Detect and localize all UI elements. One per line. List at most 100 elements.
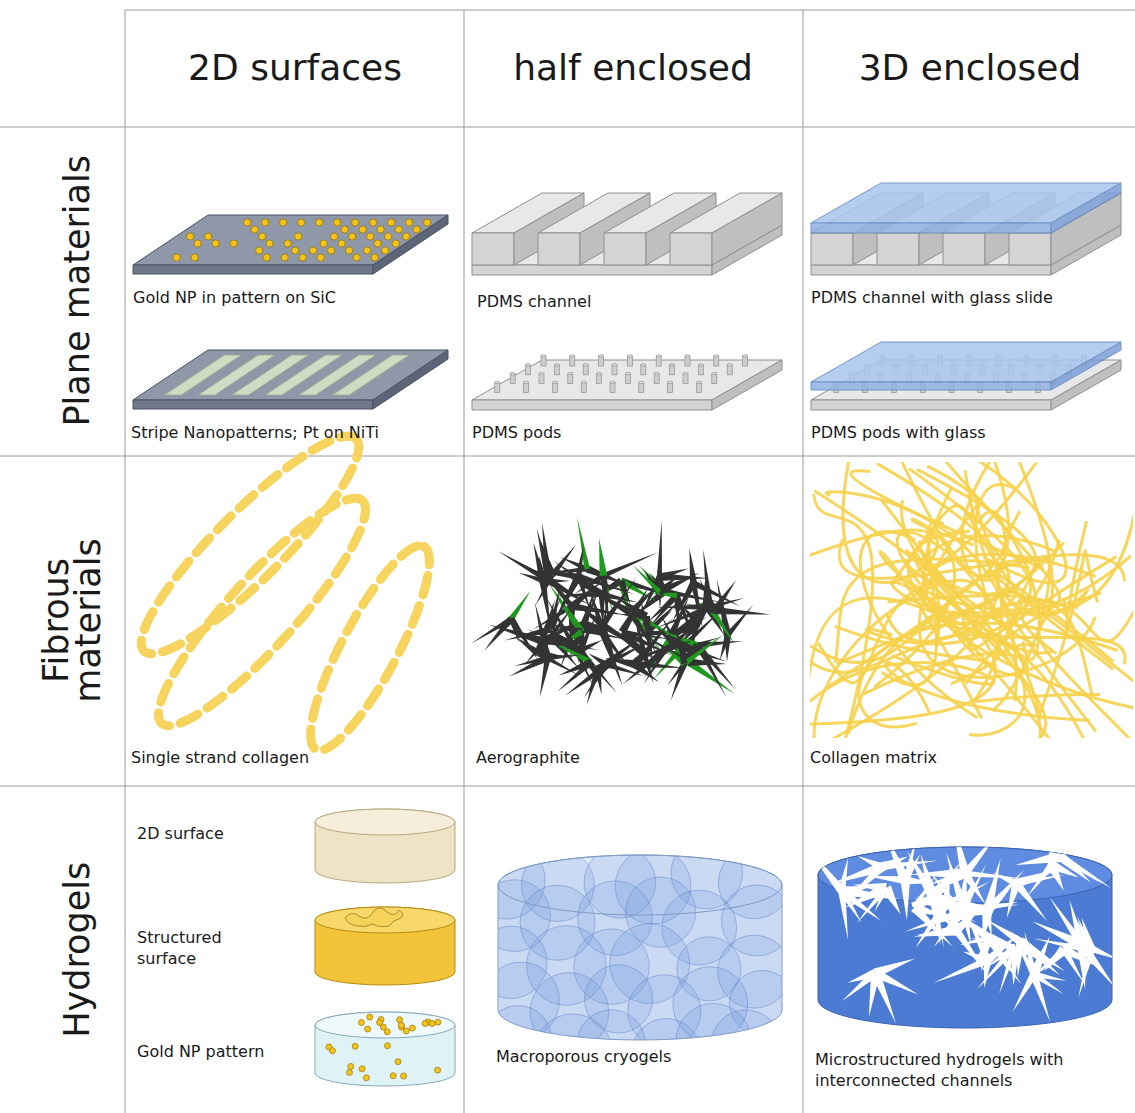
pdms-ridge-side bbox=[712, 193, 782, 265]
hydrogel-channel bbox=[839, 887, 881, 920]
pdms-base-front bbox=[472, 265, 712, 275]
gold-nanoparticle bbox=[403, 1028, 409, 1034]
gold-nanoparticle bbox=[295, 233, 302, 240]
caption: Gold NP in pattern on SiC bbox=[133, 288, 336, 309]
pdms-pod-top bbox=[696, 381, 701, 383]
gold-nanoparticle bbox=[392, 240, 399, 247]
niti-slab-side bbox=[373, 350, 448, 409]
row-header: Hydrogels bbox=[55, 790, 101, 1110]
caption: Macroporous cryogels bbox=[496, 1047, 671, 1068]
hydrogel-channel bbox=[986, 936, 1009, 972]
pdms-base-side bbox=[712, 360, 782, 410]
pdms-pod-top bbox=[698, 364, 703, 366]
aerographite-spike bbox=[622, 647, 667, 684]
aerographite-spike bbox=[720, 635, 731, 661]
caption: PDMS pods with glass bbox=[811, 423, 986, 444]
collagen-fibre bbox=[860, 532, 977, 718]
hydrogel-channel bbox=[934, 956, 990, 983]
collagen-fibre bbox=[888, 595, 1092, 696]
pdms-base-front bbox=[811, 400, 1051, 410]
gold-nanoparticle bbox=[371, 254, 378, 261]
pdms-pod-top bbox=[712, 372, 717, 374]
pdms-base-front bbox=[811, 265, 1051, 275]
pdms-pod-top bbox=[554, 364, 559, 366]
pdms-pod-top bbox=[727, 364, 732, 366]
gold-nanoparticle bbox=[173, 254, 180, 261]
pdms-pod-top bbox=[627, 355, 632, 357]
collagen-fibre bbox=[907, 581, 1101, 738]
gold-nanoparticle bbox=[377, 1020, 383, 1026]
pdms-pod-top bbox=[510, 372, 515, 374]
hydrogel-channel bbox=[1058, 814, 1096, 859]
grid-line bbox=[125, 10, 1135, 11]
pdms-ridge-front bbox=[472, 233, 514, 265]
pdms-pod-top bbox=[541, 355, 546, 357]
gold-nanoparticle bbox=[364, 247, 371, 254]
gold-nanoparticle bbox=[435, 1019, 441, 1025]
glass-side bbox=[1051, 342, 1121, 390]
aerographite-spike bbox=[602, 552, 658, 578]
pdms-ridge-front bbox=[943, 233, 985, 265]
hydrogel-channel bbox=[965, 870, 1022, 878]
grid-line bbox=[464, 10, 465, 1113]
hydrogel-channel bbox=[871, 971, 896, 1023]
gold-nanoparticle bbox=[334, 219, 341, 226]
cryogel-pore bbox=[577, 1010, 645, 1078]
aerographite-spike bbox=[576, 545, 584, 577]
pdms-base-front bbox=[472, 400, 712, 410]
niti-slab-top bbox=[133, 350, 448, 400]
gold-nanoparticle bbox=[352, 219, 359, 226]
pdms-pod-top bbox=[524, 381, 529, 383]
caption: Single strand collagen bbox=[131, 748, 309, 769]
gold-nanoparticle bbox=[331, 233, 338, 240]
pdms-pod-top bbox=[654, 372, 659, 374]
gold-nanoparticle bbox=[262, 219, 269, 226]
collagen-strand bbox=[136, 478, 387, 746]
gold-nanoparticle bbox=[292, 247, 299, 254]
hydrogel-channel bbox=[911, 891, 938, 912]
gold-nanoparticle bbox=[370, 219, 377, 226]
aerographite-spike bbox=[622, 630, 672, 640]
gold-nanoparticle bbox=[384, 1043, 390, 1049]
grid-line bbox=[125, 10, 126, 1113]
aerographite-spike bbox=[577, 517, 590, 570]
hydrogel-plain-body bbox=[315, 809, 455, 883]
cryogel-outline bbox=[498, 855, 782, 1040]
hydrogel-np-top bbox=[315, 1012, 455, 1038]
pdms-pod-top bbox=[656, 355, 661, 357]
gold-nanoparticle bbox=[328, 247, 335, 254]
gold-nanoparticle bbox=[359, 226, 366, 233]
row-header: Fibrous materials bbox=[41, 515, 104, 725]
niti-slab-front bbox=[133, 400, 373, 409]
grid-line bbox=[803, 10, 804, 1113]
gold-nanoparticle bbox=[280, 219, 287, 226]
pdms-ridge-front bbox=[670, 233, 712, 265]
hydrogel-channel-network bbox=[806, 814, 1118, 1024]
collagen-fibre bbox=[839, 539, 1124, 581]
gold-nanoparticle bbox=[194, 240, 201, 247]
grid-line bbox=[0, 456, 1135, 457]
pdms-pod-top bbox=[714, 355, 719, 357]
gold-nanoparticle bbox=[397, 1017, 403, 1023]
gold-nanoparticle bbox=[409, 1025, 415, 1031]
aerographite-spike bbox=[663, 615, 708, 652]
collagen-strand bbox=[120, 415, 380, 675]
gold-nanoparticle bbox=[352, 1043, 358, 1049]
hydrogel-channel bbox=[962, 831, 1000, 876]
sic-slab-front bbox=[133, 265, 373, 274]
gold-nanoparticle bbox=[346, 1069, 352, 1075]
gold-nanoparticle bbox=[349, 233, 356, 240]
hydrogel-channel bbox=[886, 834, 910, 882]
collagen-fibre bbox=[814, 580, 986, 738]
gold-nanoparticle bbox=[382, 247, 389, 254]
gold-nanoparticle bbox=[398, 1022, 404, 1028]
pdms-pod-top bbox=[639, 381, 644, 383]
aerographite-spike bbox=[488, 625, 542, 645]
gold-nanoparticle bbox=[251, 226, 258, 233]
hydrogel-structured-top bbox=[315, 907, 455, 933]
hydrogel-channel bbox=[1030, 973, 1050, 1022]
pdms-pod-top bbox=[539, 372, 544, 374]
gold-nanoparticle bbox=[353, 254, 360, 261]
gold-nanoparticle bbox=[365, 1026, 371, 1032]
pdms-pod-top bbox=[526, 364, 531, 366]
